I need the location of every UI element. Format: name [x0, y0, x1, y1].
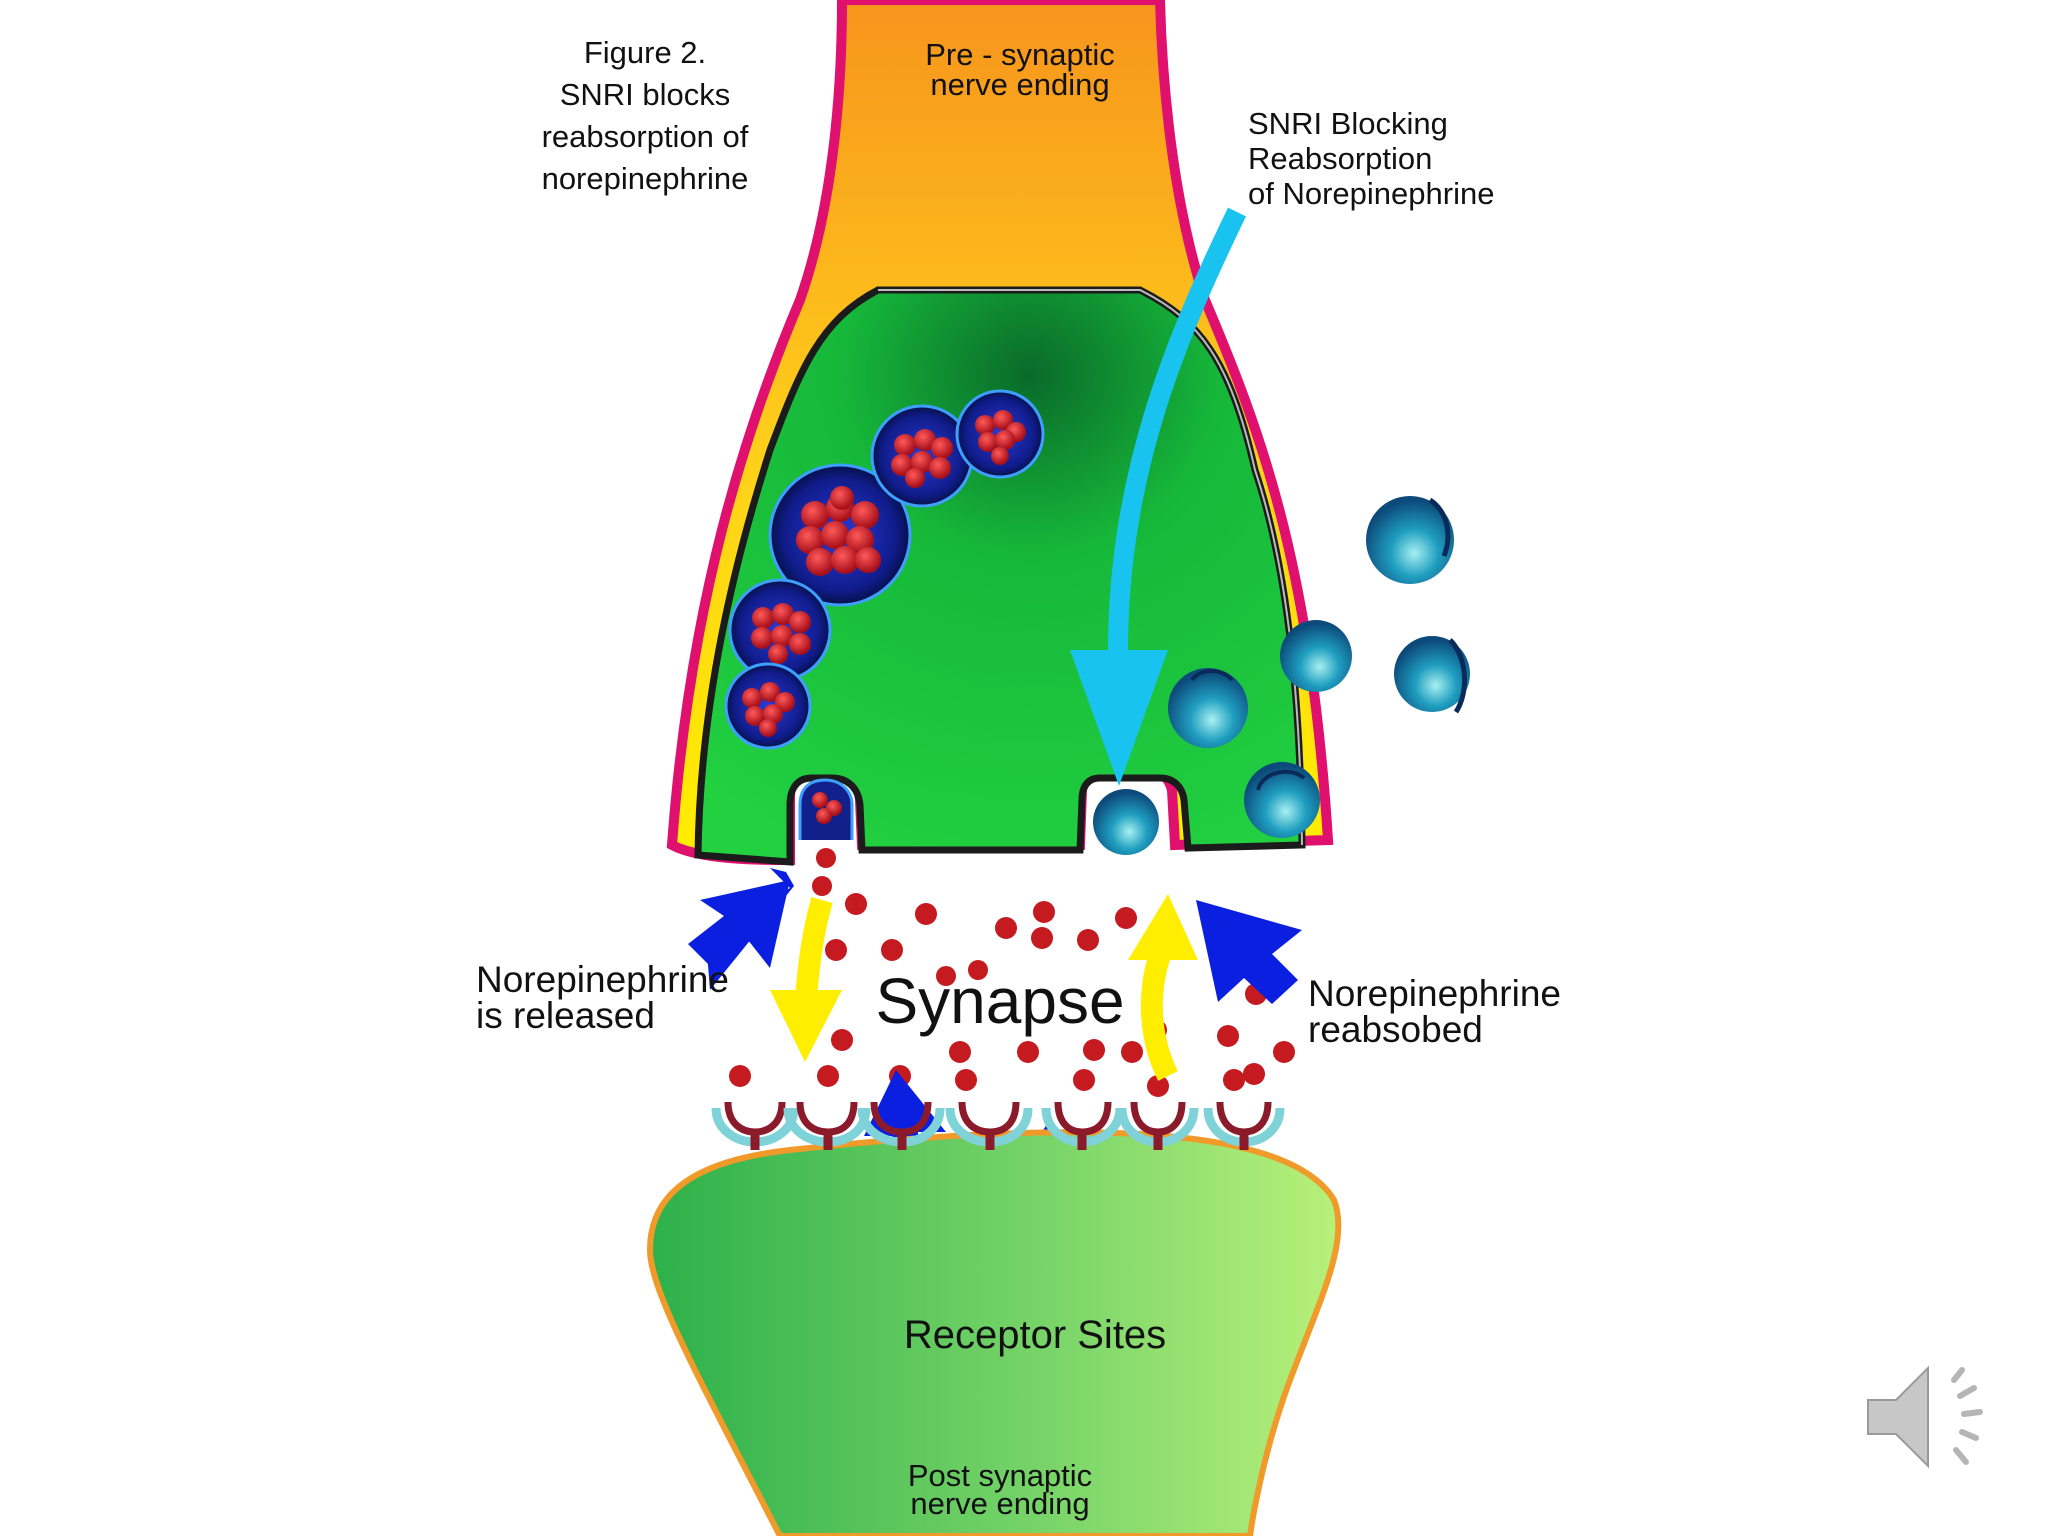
- vesicle: [728, 578, 832, 682]
- snri-molecule: [1168, 668, 1248, 748]
- neurotransmitter-particles: [729, 848, 1295, 1097]
- postsynaptic-label-line: nerve ending: [910, 1486, 1090, 1521]
- snri-blocking-label: SNRI Blocking Reabsorption of Norepineph…: [1248, 106, 1494, 211]
- snri-molecules: [1093, 496, 1470, 855]
- presynaptic-label-line: nerve ending: [930, 67, 1110, 102]
- figure-caption-line: reabsorption of: [541, 119, 749, 154]
- fusing-vesicle: [798, 778, 854, 840]
- reabsorbed-label-line: reabsobed: [1308, 1009, 1483, 1050]
- release-arrow: [770, 896, 842, 1062]
- reabsorbed-label: Norepinephrine reabsobed: [1308, 973, 1562, 1050]
- released-label: Norepinephrine is released: [476, 959, 730, 1036]
- snri-blocking-arrow: [1070, 207, 1247, 786]
- reabsorbed-label-line: Norepinephrine: [1308, 973, 1562, 1014]
- receptor: [945, 1101, 1033, 1150]
- receptor: [783, 1101, 871, 1150]
- figure-caption-line: Figure 2.: [583, 35, 707, 70]
- presynaptic-label: Pre - synaptic nerve ending: [890, 37, 1150, 102]
- speaker-icon[interactable]: [1862, 1352, 2002, 1482]
- snri-molecule: [1093, 789, 1159, 855]
- vesicle: [955, 389, 1045, 479]
- postsynaptic-label-line: Post synaptic: [907, 1458, 1093, 1493]
- released-label-line: Norepinephrine: [476, 959, 730, 1000]
- snri-molecule: [1280, 620, 1352, 692]
- receptor: [711, 1101, 799, 1150]
- snri-molecule: [1394, 636, 1470, 714]
- vesicle: [724, 662, 812, 750]
- receptor: [1041, 1101, 1125, 1150]
- vesicle: [768, 463, 912, 607]
- snri-blocking-line: of Norepinephrine: [1248, 176, 1495, 211]
- receptor-sites-label: Receptor Sites: [903, 1313, 1167, 1357]
- snri-molecule: [1244, 762, 1320, 838]
- figure-caption: Figure 2. SNRI blocks reabsorption of no…: [480, 32, 810, 200]
- receptor-row: [711, 1101, 1285, 1150]
- presynaptic-label-line: Pre - synaptic: [925, 37, 1115, 72]
- receptor: [857, 1101, 945, 1150]
- vesicle-group: [724, 389, 1045, 840]
- snri-blocking-line: SNRI Blocking: [1248, 106, 1448, 141]
- receptor: [1203, 1101, 1285, 1150]
- vesicle: [870, 404, 974, 508]
- postsynaptic-label: Post synaptic nerve ending: [880, 1458, 1120, 1521]
- receptor: [1117, 1101, 1199, 1150]
- synapse-label: Synapse: [875, 965, 1125, 1037]
- snri-molecule: [1366, 496, 1454, 584]
- released-label-line: is released: [476, 995, 655, 1036]
- figure-caption-line: norepinephrine: [541, 161, 749, 196]
- figure-caption-line: SNRI blocks: [559, 77, 731, 112]
- blue-arrow-reabsorb: [1196, 900, 1302, 1004]
- snri-blocking-line: Reabsorption: [1248, 141, 1433, 176]
- reabsorb-arrow: [1128, 894, 1198, 1081]
